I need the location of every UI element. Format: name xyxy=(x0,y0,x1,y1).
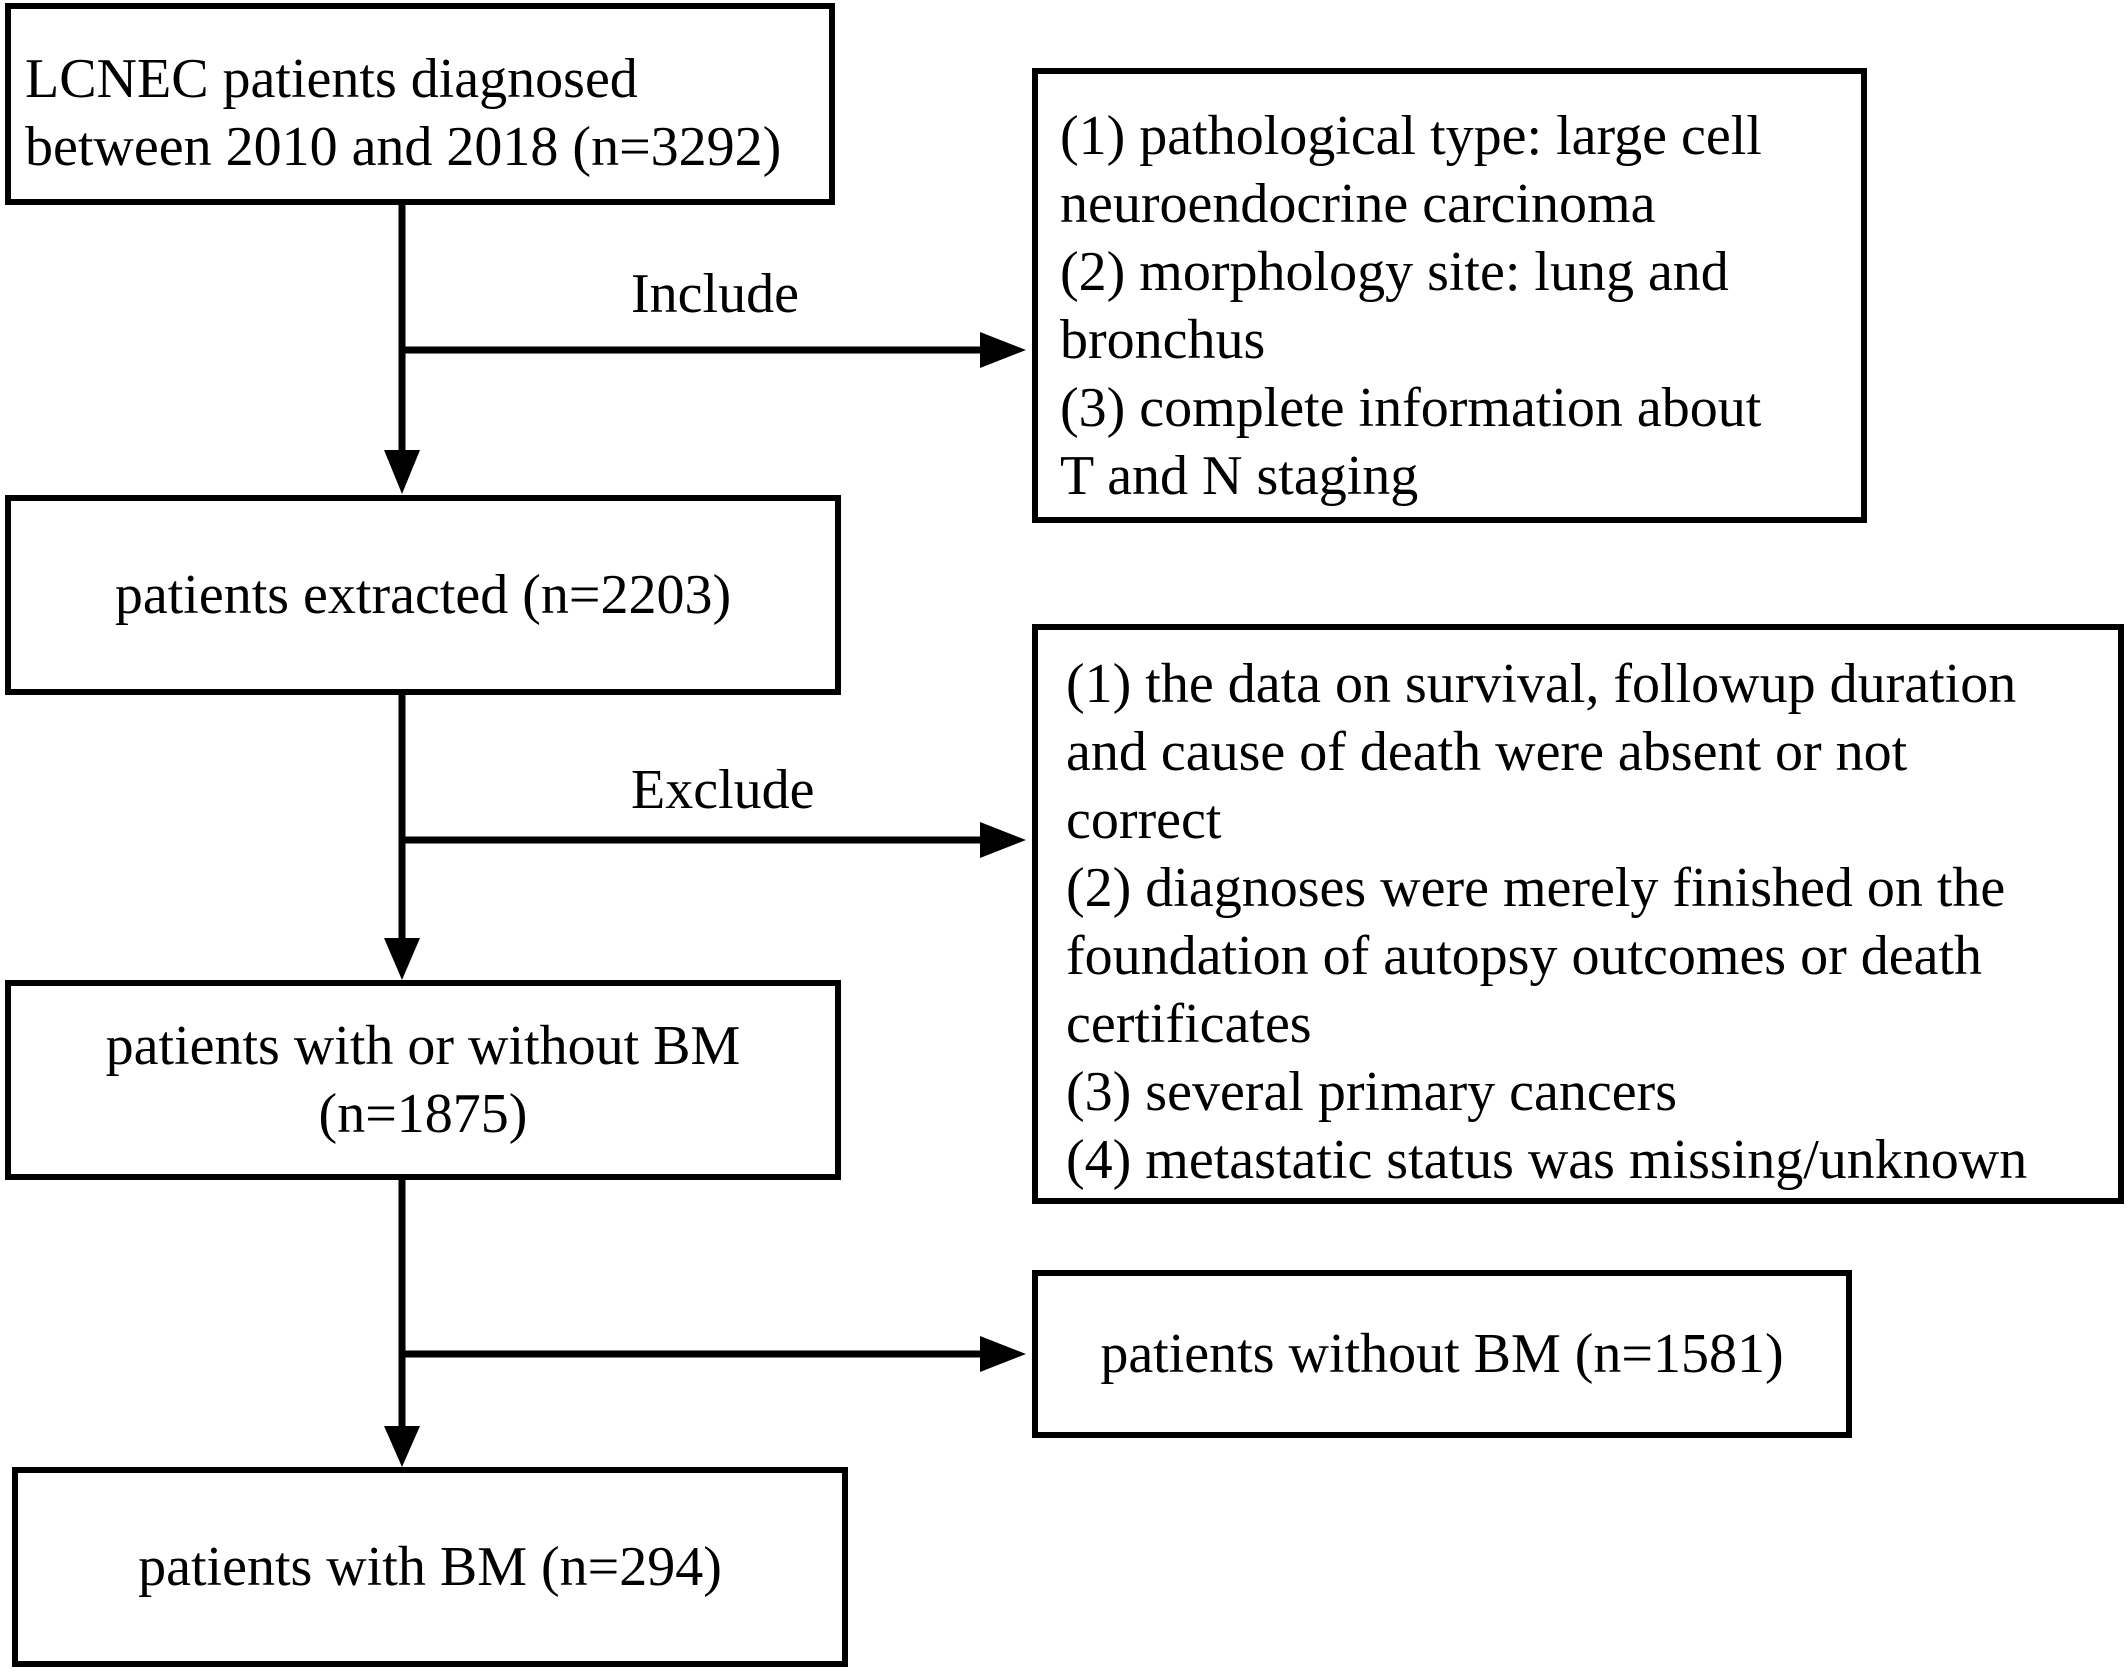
arrowhead-right-exclude xyxy=(980,822,1026,858)
with-bm-line-1: patients with BM (n=294) xyxy=(138,1536,722,1598)
exclude-line-4: (2) diagnoses were merely finished on th… xyxy=(1066,857,2006,919)
include-line-2: neuroendocrine carcinoma xyxy=(1060,173,1656,235)
start-box: LCNEC patients diagnosed between 2010 an… xyxy=(5,3,835,205)
exclude-line-5: foundation of autopsy outcomes or death xyxy=(1066,925,1983,987)
include-line-6: T and N staging xyxy=(1060,445,1419,507)
without-bm-line-1: patients without BM (n=1581) xyxy=(1100,1323,1784,1385)
exclude-label: Exclude xyxy=(631,759,815,821)
exclude-criteria-box: (1) the data on survival, followup durat… xyxy=(1032,624,2124,1204)
arrowhead-down-1 xyxy=(384,450,420,494)
include-label: Include xyxy=(631,263,799,325)
exclude-line-6: certificates xyxy=(1066,993,1312,1055)
start-line-1: LCNEC patients diagnosed xyxy=(25,48,638,110)
arrowhead-right-include xyxy=(980,332,1026,368)
without-bm-box: patients without BM (n=1581) xyxy=(1032,1270,1852,1438)
start-line-2: between 2010 and 2018 (n=3292) xyxy=(25,116,782,178)
bm-or-not-box: patients with or without BM (n=1875) xyxy=(5,980,841,1180)
arrowhead-down-2 xyxy=(384,938,420,980)
bm-or-not-line-2: (n=1875) xyxy=(318,1083,528,1145)
include-line-4: bronchus xyxy=(1060,309,1266,371)
include-line-3: (2) morphology site: lung and xyxy=(1060,241,1729,303)
arrowhead-down-3 xyxy=(384,1426,420,1467)
exclude-line-3: correct xyxy=(1066,789,1222,851)
exclude-line-8: (4) metastatic status was missing/unknow… xyxy=(1066,1129,2028,1191)
arrowhead-right-without-bm xyxy=(980,1336,1026,1372)
include-criteria-box: (1) pathological type: large cell neuroe… xyxy=(1032,68,1867,523)
include-line-5: (3) complete information about xyxy=(1060,377,1762,439)
bm-or-not-line-1: patients with or without BM xyxy=(105,1015,741,1077)
include-line-1: (1) pathological type: large cell xyxy=(1060,105,1762,167)
extracted-box: patients extracted (n=2203) xyxy=(5,495,841,695)
extracted-line-1: patients extracted (n=2203) xyxy=(114,564,732,626)
with-bm-box: patients with BM (n=294) xyxy=(12,1467,848,1667)
exclude-line-2: and cause of death were absent or not xyxy=(1066,721,1908,783)
exclude-line-7: (3) several primary cancers xyxy=(1066,1061,1677,1123)
exclude-line-1: (1) the data on survival, followup durat… xyxy=(1066,653,2017,715)
